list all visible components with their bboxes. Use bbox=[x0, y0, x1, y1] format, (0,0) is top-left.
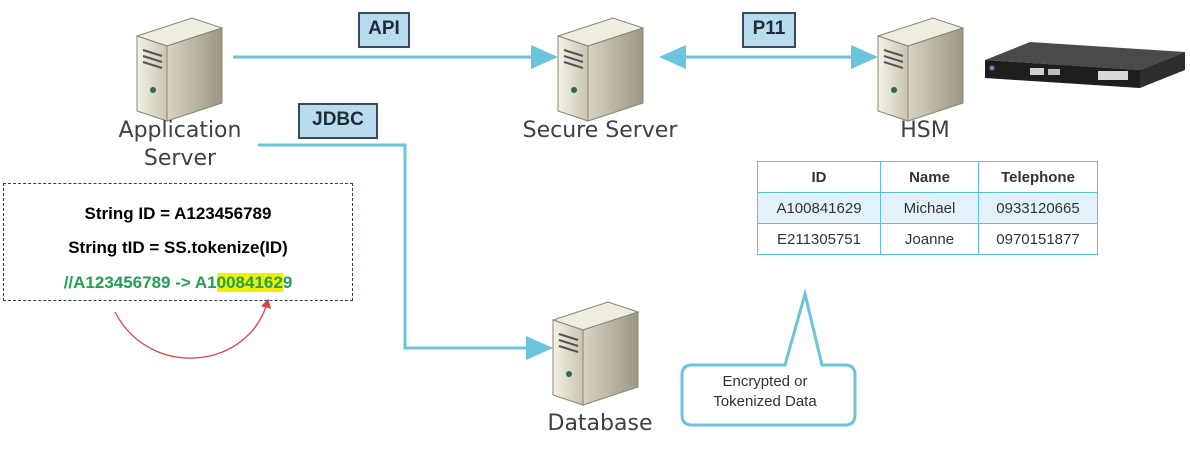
table-header-row: ID Name Telephone bbox=[757, 161, 1098, 193]
application-server-label: Application Server bbox=[118, 118, 242, 171]
database-server-icon bbox=[551, 301, 640, 406]
database-label: Database bbox=[547, 411, 653, 436]
table-cell: A100841629 bbox=[757, 192, 881, 224]
token-highlight: 0084162 bbox=[216, 273, 283, 292]
column-header-telephone: Telephone bbox=[978, 161, 1098, 193]
hsm-appliance-icon bbox=[985, 42, 1185, 88]
secure-server-icon bbox=[556, 17, 645, 122]
table-cell: 0933120665 bbox=[978, 192, 1098, 224]
table-row: E211305751 Joanne 0970151877 bbox=[757, 223, 1098, 255]
code-snippet-box: String ID = A123456789 String tID = SS.t… bbox=[3, 183, 353, 301]
table-cell: E211305751 bbox=[757, 223, 881, 255]
table-row: A100841629 Michael 0933120665 bbox=[757, 192, 1098, 224]
hsm-server-icon bbox=[876, 17, 965, 122]
secure-server-label: Secure Server bbox=[522, 118, 678, 143]
code-line-1: String ID = A123456789 bbox=[84, 204, 272, 223]
p11-tag: P11 bbox=[742, 12, 796, 48]
application-server-icon bbox=[135, 17, 224, 122]
callout-bubble bbox=[680, 288, 857, 427]
api-tag: API bbox=[358, 12, 410, 48]
column-header-name: Name bbox=[880, 161, 979, 193]
jdbc-connection-line bbox=[258, 143, 553, 360]
hsm-label: HSM bbox=[900, 118, 950, 143]
table-cell: 0970151877 bbox=[978, 223, 1098, 255]
column-header-id: ID bbox=[757, 161, 881, 193]
callout-text: Encrypted or Tokenized Data bbox=[713, 373, 817, 410]
code-line-2: String tID = SS.tokenize(ID) bbox=[68, 238, 288, 257]
table-cell: Michael bbox=[880, 192, 979, 224]
code-comment-suffix: 9 bbox=[282, 273, 293, 292]
code-comment-prefix: //A123456789 -> A1 bbox=[63, 273, 217, 292]
tokenize-arrow bbox=[114, 298, 272, 359]
jdbc-tag: JDBC bbox=[298, 103, 378, 139]
tokenized-data-table: ID Name Telephone A100841629 Michael 093… bbox=[757, 161, 1098, 255]
table-cell: Joanne bbox=[880, 223, 979, 255]
code-line-3: //A123456789 -> A100841629 bbox=[4, 273, 352, 293]
